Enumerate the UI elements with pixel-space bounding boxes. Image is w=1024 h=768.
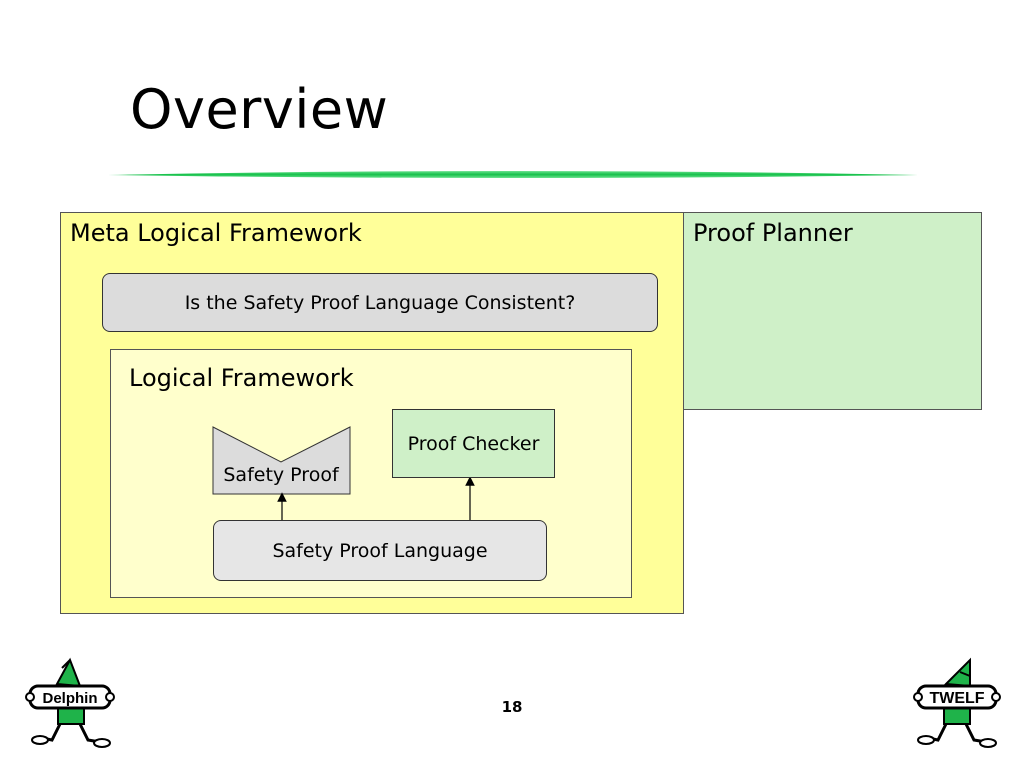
proof-planner-box [683,212,982,410]
logical-framework-label: Logical Framework [129,364,354,392]
consistency-question-label: Is the Safety Proof Language Consistent? [184,291,576,314]
proof-checker-label: Proof Checker [407,432,540,455]
consistency-question-box: Is the Safety Proof Language Consistent? [102,273,658,332]
meta-logical-framework-label: Meta Logical Framework [70,219,362,247]
page-number: 18 [501,698,523,716]
proof-planner-label: Proof Planner [693,219,853,247]
safety-proof-language-label: Safety Proof Language [272,539,488,562]
delphin-logo: Delphin [25,657,115,748]
twelf-logo: TWELF [913,657,1001,748]
safety-proof-label: Safety Proof [223,464,339,486]
proof-checker-box: Proof Checker [392,409,555,478]
twelf-logo-text: TWELF [929,690,984,707]
slide-title: Overview [130,78,389,141]
safety-proof-language-box: Safety Proof Language [213,520,547,581]
delphin-logo-text: Delphin [43,690,98,707]
